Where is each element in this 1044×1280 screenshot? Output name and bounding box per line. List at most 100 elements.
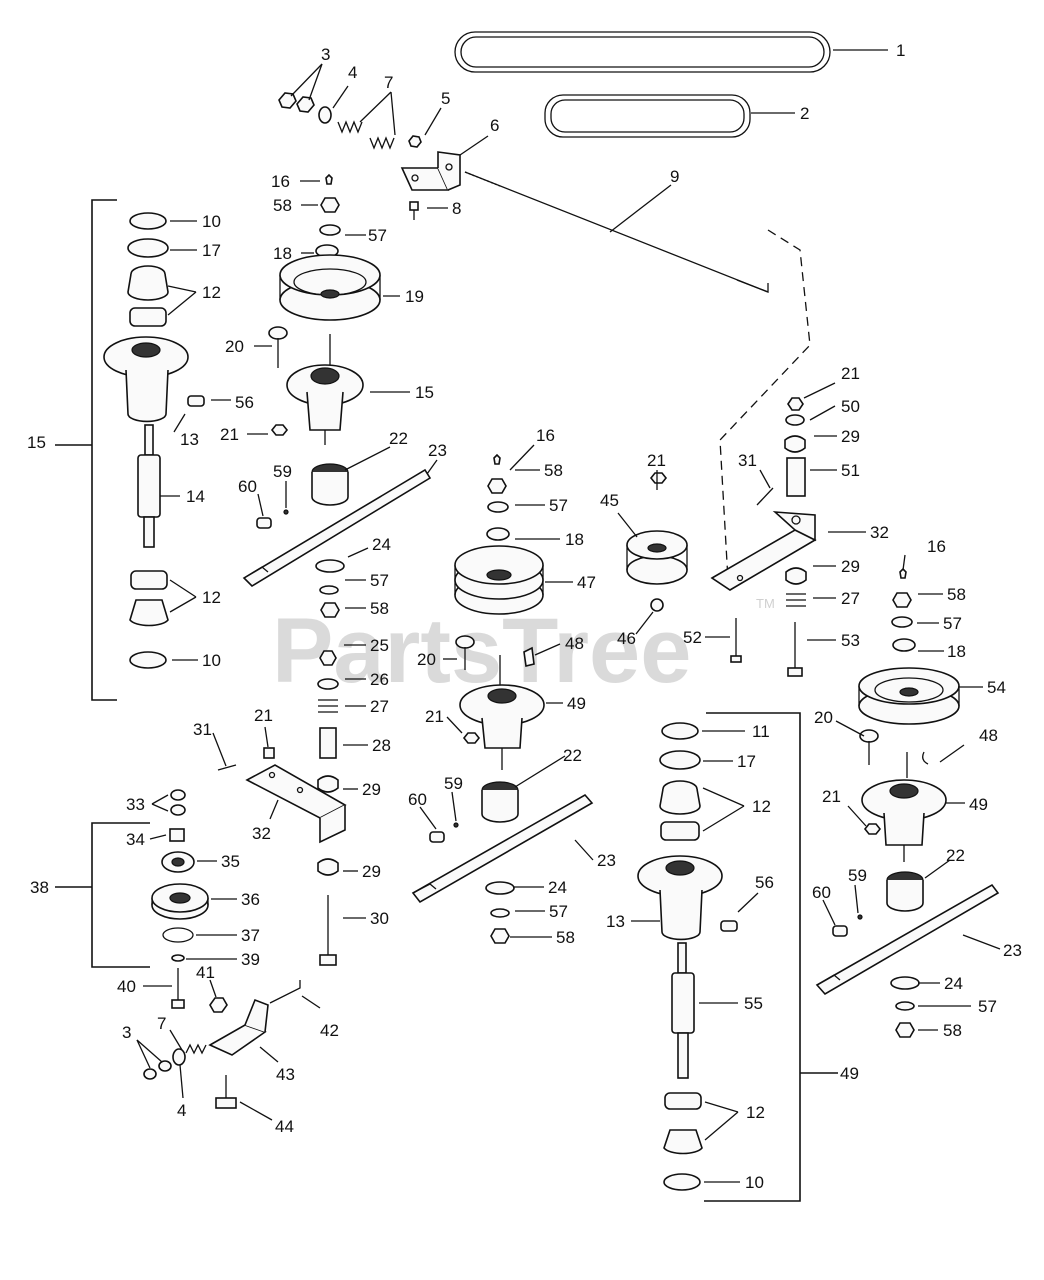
spacer-51[interactable]	[786, 457, 806, 497]
screw-16-center[interactable]	[493, 453, 501, 465]
spring-27-a[interactable]	[318, 699, 338, 713]
blade-adapter-22-center[interactable]	[481, 781, 519, 823]
washer-57-right-b[interactable]	[895, 1001, 915, 1011]
belt-1[interactable]	[454, 31, 831, 73]
blade-23-right[interactable]	[815, 883, 1000, 996]
bolt-21-left[interactable]	[263, 747, 275, 759]
bracket-32-right[interactable]	[710, 511, 817, 591]
key-48-center[interactable]	[523, 646, 535, 667]
washer-57-a[interactable]	[319, 585, 339, 595]
washer-57-center-b[interactable]	[490, 908, 510, 918]
key-48-right[interactable]	[922, 751, 929, 765]
retainer-37[interactable]	[162, 927, 194, 943]
bushing-29-c[interactable]	[784, 435, 806, 453]
seal-11[interactable]	[661, 722, 699, 740]
nut-21-column[interactable]	[787, 397, 804, 411]
pin-60-right[interactable]	[832, 925, 848, 937]
spindle-housing-49-center[interactable]	[459, 655, 545, 770]
washer-39[interactable]	[171, 954, 185, 962]
spindle-housing-13-left[interactable]	[103, 336, 189, 423]
washer-26[interactable]	[317, 678, 339, 690]
pin-60-a[interactable]	[256, 517, 272, 529]
screw-16-top[interactable]	[325, 173, 333, 185]
nuts-33[interactable]	[170, 789, 186, 816]
washer-57-top[interactable]	[319, 224, 341, 236]
pulley-19[interactable]	[279, 254, 381, 321]
bolt-20-center[interactable]	[455, 635, 475, 670]
nut-41[interactable]	[209, 997, 228, 1013]
seal-10-right[interactable]	[663, 1173, 701, 1191]
blade-23-center[interactable]	[411, 793, 594, 904]
blade-adapter-22-right[interactable]	[886, 871, 924, 912]
spindle-shaft-14[interactable]	[137, 424, 161, 548]
spring-27-b[interactable]	[786, 593, 806, 607]
bolt-53[interactable]	[787, 622, 803, 677]
belt-2[interactable]	[544, 94, 751, 138]
bushing-29-d[interactable]	[785, 567, 807, 585]
seal-10-top-left[interactable]	[129, 212, 167, 230]
bracket-32-left[interactable]	[245, 764, 347, 844]
bolt-52[interactable]	[730, 618, 742, 663]
washer-4[interactable]	[318, 106, 332, 124]
bolt-44[interactable]	[215, 1075, 237, 1109]
washer-18-center[interactable]	[486, 527, 510, 541]
hardware-3-4-7-lower[interactable]	[143, 1043, 207, 1080]
bracket-6[interactable]	[400, 151, 461, 191]
pin-59-center[interactable]	[453, 822, 459, 828]
bolt-20-right[interactable]	[859, 729, 879, 765]
nut-58-right-b[interactable]	[895, 1022, 915, 1038]
nut-21-right[interactable]	[863, 823, 882, 835]
fitting-56-left[interactable]	[187, 395, 205, 407]
spindle-housing-13-right[interactable]	[637, 855, 723, 941]
washer-24-a[interactable]	[315, 559, 345, 573]
pin-59-right[interactable]	[857, 914, 863, 920]
bracket-43[interactable]	[208, 998, 269, 1056]
nut-21-center[interactable]	[462, 732, 481, 744]
pin-59-a[interactable]	[283, 509, 289, 515]
spindle-housing-49-right[interactable]	[861, 752, 947, 862]
screw-16-right[interactable]	[899, 567, 907, 579]
nut-58-right[interactable]	[892, 592, 912, 608]
washer-57-center[interactable]	[487, 501, 509, 513]
pin-60-center[interactable]	[429, 831, 445, 843]
nut-25[interactable]	[319, 650, 337, 666]
bushing-29-a[interactable]	[317, 775, 339, 793]
bearing-12-right-top[interactable]	[659, 780, 701, 841]
washer-24-right[interactable]	[890, 976, 920, 990]
bolt-30[interactable]	[319, 895, 337, 966]
bearing-12-left-bottom[interactable]	[129, 570, 169, 627]
pulley-54[interactable]	[858, 667, 960, 725]
washer-17-right[interactable]	[659, 750, 701, 770]
nut-58-center[interactable]	[487, 478, 507, 494]
washer-17-left[interactable]	[127, 238, 169, 258]
pulley-47[interactable]	[454, 545, 544, 615]
nut-58-center-b[interactable]	[490, 928, 510, 944]
fitting-56-right[interactable]	[720, 920, 738, 932]
bolt-20-top[interactable]	[268, 326, 288, 368]
seal-10-bottom-left[interactable]	[129, 651, 167, 669]
bearing-12-left-top[interactable]	[127, 265, 169, 327]
nut-58-a[interactable]	[320, 602, 340, 618]
bearing-35[interactable]	[161, 851, 195, 873]
bearing-12-right-bottom[interactable]	[663, 1092, 703, 1155]
nut-21-a[interactable]	[270, 424, 289, 436]
washer-57-right[interactable]	[891, 616, 913, 628]
spindle-housing-15-center[interactable]	[286, 334, 364, 445]
washer-50[interactable]	[785, 414, 805, 426]
pin-31-right[interactable]	[756, 487, 774, 506]
hex-nuts-3[interactable]	[278, 92, 315, 113]
blade-23-a[interactable]	[242, 468, 432, 588]
bolt-8[interactable]	[409, 201, 419, 220]
rod-42[interactable]	[269, 980, 301, 1004]
spindle-shaft-55[interactable]	[671, 942, 695, 1079]
rod-9[interactable]	[464, 171, 769, 293]
idler-pulley-36[interactable]	[151, 883, 209, 920]
bushing-46[interactable]	[650, 598, 664, 612]
washer-18-right[interactable]	[892, 638, 916, 652]
spacer-28[interactable]	[319, 727, 337, 759]
nut-21-idler[interactable]	[649, 472, 668, 484]
bushing-34[interactable]	[169, 828, 185, 842]
washer-24-center[interactable]	[485, 881, 515, 895]
idler-pulley-45[interactable]	[626, 530, 688, 585]
blade-adapter-22-a[interactable]	[311, 463, 349, 506]
